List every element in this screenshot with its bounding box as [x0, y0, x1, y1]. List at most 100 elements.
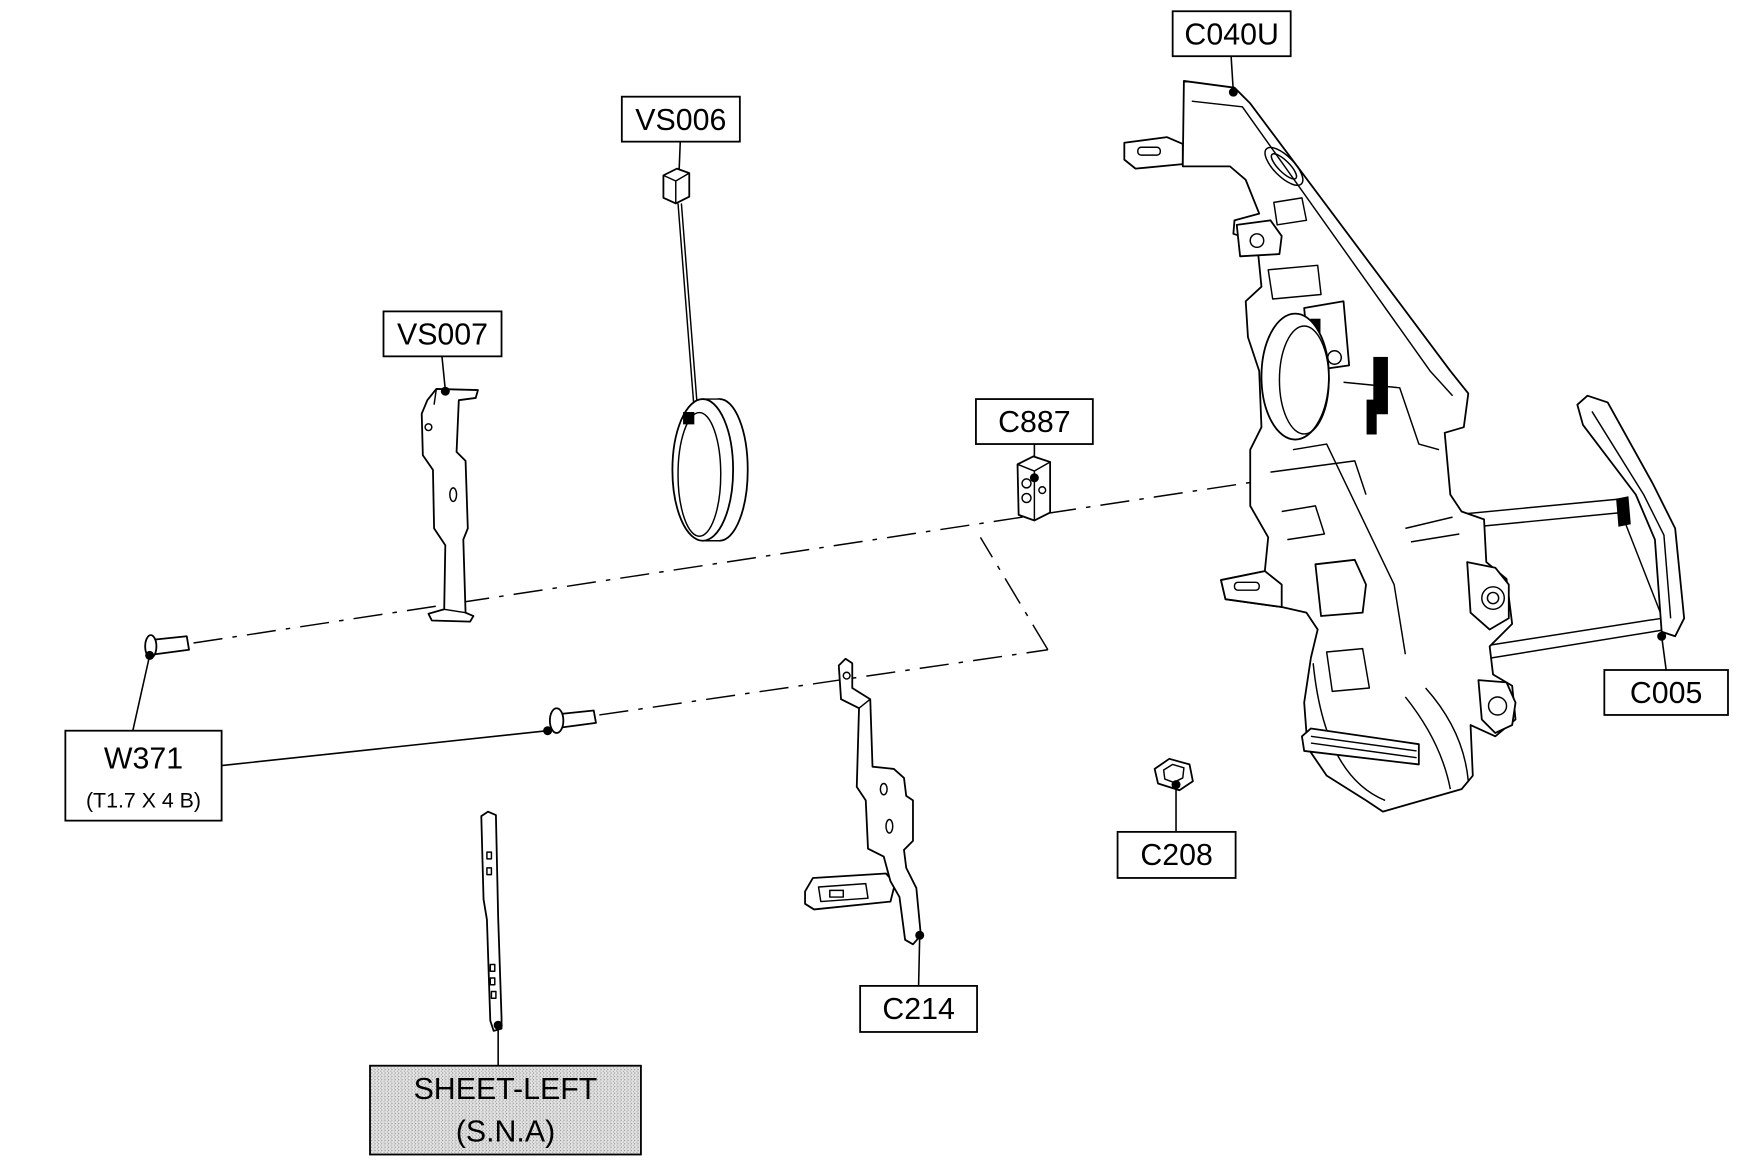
sheet-left-strip — [480, 810, 503, 1032]
label-c214-text: C214 — [882, 993, 955, 1026]
c040u-frame-outline — [1181, 80, 1517, 813]
label-c887-box — [975, 398, 1094, 445]
c040u-curved-band-c — [1425, 687, 1470, 782]
c040u-lens-ring-outer — [1260, 312, 1330, 441]
vs007-bracket-outline — [420, 388, 479, 623]
c040u-left-tab-slot — [1137, 146, 1162, 156]
c005-lower-rail-bottom — [1486, 628, 1667, 660]
label-c005-box — [1603, 669, 1729, 716]
c005-plate-outline — [1576, 394, 1686, 638]
label-c214-box — [859, 984, 978, 1033]
part-c887 — [1016, 455, 1052, 522]
dot-c005 — [1657, 631, 1667, 641]
dot-w371-upper — [145, 650, 155, 660]
vs006-cell-face — [677, 411, 722, 537]
c040u-striped-tab — [1301, 727, 1420, 766]
c040u-connector-lead — [1366, 399, 1377, 435]
c040u-screw-tab — [1235, 219, 1283, 258]
axis-line-offset — [979, 536, 1049, 651]
axis-line-lower — [599, 649, 1048, 716]
c040u-bar-slot-outer — [1264, 146, 1304, 187]
vs007-foot-line — [444, 608, 466, 614]
dot-c208 — [1171, 780, 1181, 790]
vs006-wire-terminal — [683, 412, 695, 425]
leader-vs006 — [678, 141, 682, 170]
c214-hole-middle — [879, 782, 888, 796]
sheet-left-hole-5 — [490, 990, 497, 999]
c214-flag-notch — [829, 889, 845, 898]
c040u-lower-left-tab-slot — [1233, 581, 1260, 591]
label-c040u-text: C040U — [1184, 18, 1278, 51]
c040u-lower-block — [1325, 647, 1371, 693]
vs006-wire-a — [677, 203, 695, 405]
leader-vs007 — [441, 356, 447, 391]
label-sheet-left-note: (S.N.A) — [456, 1116, 555, 1149]
label-vs006: VS006 — [620, 95, 741, 143]
c214-hole-top — [842, 671, 851, 680]
vs007-bend-line — [433, 388, 438, 405]
label-c005-text: C005 — [1630, 677, 1703, 710]
dot-c887 — [1029, 473, 1039, 483]
label-vs006-box — [620, 95, 741, 143]
label-vs007-box — [382, 310, 503, 358]
w371-lower-head — [548, 707, 565, 734]
part-vs007 — [420, 388, 479, 623]
c208-clip-outline — [1153, 757, 1194, 792]
c040u-right-tab-lower — [1477, 679, 1517, 734]
label-sheet-left-box — [369, 1064, 642, 1156]
label-w371-box — [64, 729, 223, 822]
c005-inner-side — [1620, 512, 1663, 617]
c040u-bar-slot-inner — [1270, 153, 1298, 180]
c040u-right-tab-upper-ring — [1481, 586, 1506, 611]
label-vs006-text: VS006 — [635, 104, 726, 137]
c040u-rail-mount-a — [1405, 516, 1453, 530]
dot-c214 — [915, 930, 925, 940]
part-c208 — [1153, 757, 1194, 792]
label-c887-text: C887 — [998, 406, 1071, 439]
label-w371-text: W371 — [104, 742, 183, 775]
vs006-wire-b — [680, 203, 698, 405]
dot-c040u — [1228, 87, 1238, 97]
c005-plate-inner — [1591, 411, 1672, 619]
sheet-left-hole-2 — [486, 867, 493, 876]
label-w371-spec: (T1.7 X 4 B) — [86, 788, 201, 812]
leader-c005 — [1660, 636, 1667, 671]
dot-sheet-left — [493, 1020, 503, 1030]
label-c214: C214 — [859, 984, 978, 1033]
label-c208-text: C208 — [1140, 839, 1213, 872]
c040u-square-opening — [1267, 264, 1322, 300]
vs007-hole-lower — [449, 487, 458, 503]
part-sheet-left — [480, 810, 503, 1032]
label-sheet-left: SHEET-LEFT (S.N.A) — [369, 1064, 642, 1156]
c214-bracket-outline — [837, 657, 922, 946]
c040u-top-bar-inner-edge — [1191, 100, 1454, 397]
c887-feature-a — [1021, 478, 1032, 489]
dot-vs007 — [440, 386, 450, 396]
c040u-lens-ring-inner — [1278, 325, 1330, 435]
label-c005: C005 — [1603, 669, 1729, 716]
c214-bend-line — [858, 698, 871, 709]
part-c040u — [1123, 80, 1517, 813]
dot-w371-lower — [543, 726, 553, 736]
c040u-upper-block — [1273, 197, 1308, 226]
sheet-left-hole-1 — [486, 851, 493, 860]
leader-c214 — [917, 935, 921, 986]
vs007-hole-upper — [424, 423, 433, 432]
c040u-inner-frame-d — [1281, 505, 1326, 541]
c214-hole-lower — [885, 818, 894, 834]
part-w371-screw-lower — [548, 707, 597, 734]
label-sheet-left-text: SHEET-LEFT — [414, 1073, 598, 1106]
c040u-inner-frame-c — [1270, 460, 1367, 495]
c040u-lower-left-tab — [1220, 570, 1283, 608]
c040u-right-tab-lower-hole — [1487, 696, 1508, 716]
leader-w371-upper — [132, 655, 151, 731]
label-c040u-box — [1171, 10, 1292, 58]
assembly-axis-lines — [193, 480, 1260, 716]
c887-feature-c — [1038, 486, 1047, 495]
label-vs007-text: VS007 — [397, 318, 488, 351]
label-vs007: VS007 — [382, 310, 503, 358]
label-c208: C208 — [1116, 830, 1237, 879]
c040u-rail-mount-b — [1410, 533, 1460, 543]
w371-lower-shank — [560, 709, 597, 729]
